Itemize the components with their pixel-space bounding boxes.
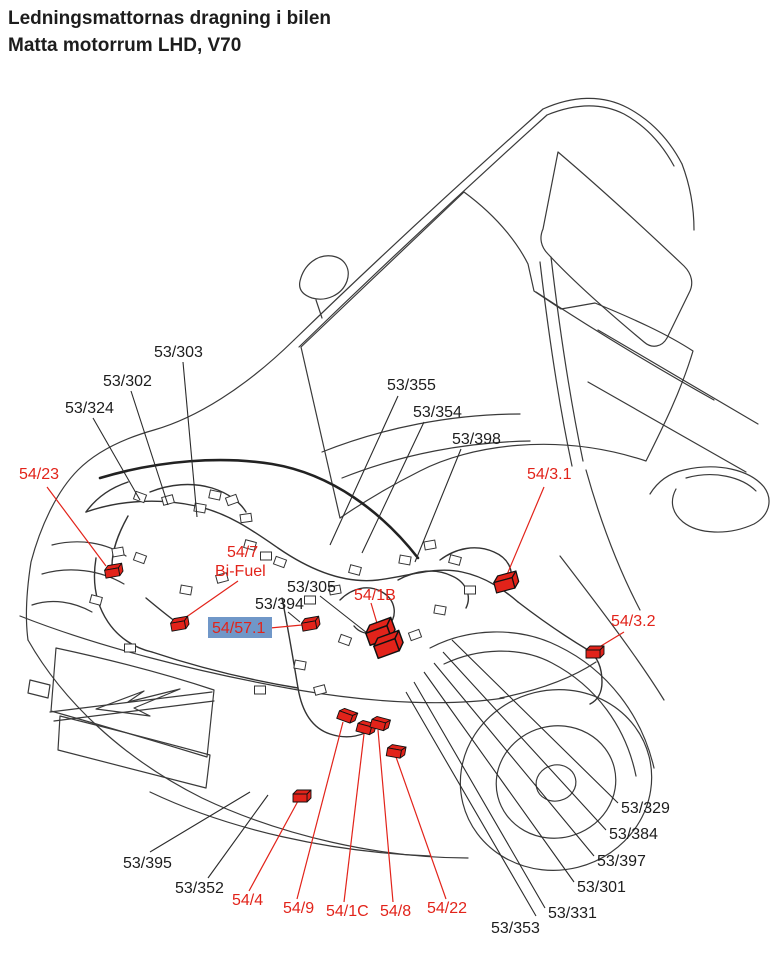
leader-54-57-1 bbox=[269, 624, 303, 629]
label-54-57-1-highlight bbox=[208, 617, 272, 638]
label-54-8[interactable]: 54/8 bbox=[380, 903, 411, 920]
label-53-352[interactable]: 53/352 bbox=[175, 880, 224, 897]
connector-54-9[interactable] bbox=[336, 706, 359, 725]
label-54-4[interactable]: 54/4 bbox=[232, 892, 263, 909]
label-54-1B[interactable]: 54/1B bbox=[354, 587, 396, 604]
title-line-2: Matta motorrum LHD, V70 bbox=[8, 34, 242, 56]
leader-53-324 bbox=[92, 417, 141, 501]
leader-53-398 bbox=[414, 448, 462, 563]
label-53-329[interactable]: 53/329 bbox=[621, 800, 670, 817]
leader-54-23 bbox=[46, 486, 107, 567]
label-53-397[interactable]: 53/397 bbox=[597, 853, 646, 870]
label-54-9[interactable]: 54/9 bbox=[283, 900, 314, 917]
connector-54-3-1[interactable] bbox=[491, 570, 521, 594]
label-53-355[interactable]: 53/355 bbox=[387, 377, 436, 394]
title-line-1: Ledningsmattornas dragning i bilen bbox=[8, 8, 332, 29]
label-54-7-sub[interactable]: Bi-Fuel bbox=[215, 563, 266, 580]
car-outline bbox=[19, 97, 770, 871]
connector-54-22[interactable] bbox=[385, 743, 407, 760]
label-53-395[interactable]: 53/395 bbox=[123, 855, 172, 872]
leader-53-394 bbox=[287, 611, 301, 623]
leader-54-9 bbox=[296, 721, 344, 900]
connector-54-57-1[interactable] bbox=[300, 615, 322, 632]
leader-53-397 bbox=[433, 662, 595, 857]
harness-connector-boxes bbox=[89, 489, 476, 696]
leader-53-329 bbox=[451, 639, 619, 804]
leader-53-331 bbox=[413, 681, 546, 909]
leader-53-302 bbox=[130, 390, 169, 506]
page-title: Ledningsmattornas dragning i bilen Matta… bbox=[8, 6, 331, 59]
label-53-384[interactable]: 53/384 bbox=[609, 826, 658, 843]
label-53-324[interactable]: 53/324 bbox=[65, 400, 114, 417]
leader-53-353 bbox=[405, 691, 537, 917]
label-53-301[interactable]: 53/301 bbox=[577, 879, 626, 896]
label-53-302[interactable]: 53/302 bbox=[103, 373, 152, 390]
label-54-23[interactable]: 54/23 bbox=[19, 466, 59, 483]
leader-53-354 bbox=[361, 421, 425, 554]
leader-53-384 bbox=[442, 651, 607, 831]
leader-53-355 bbox=[329, 395, 399, 546]
leader-53-352 bbox=[207, 794, 269, 879]
label-54-3-2[interactable]: 54/3.2 bbox=[611, 613, 656, 630]
label-53-353[interactable]: 53/353 bbox=[491, 920, 540, 937]
leader-54-1C bbox=[343, 733, 365, 903]
label-54-57-1[interactable]: 54/57.1 bbox=[212, 620, 265, 637]
label-54-7[interactable]: 54/7 bbox=[227, 544, 258, 561]
leader-54-3-1 bbox=[505, 486, 545, 578]
leader-54-7 bbox=[181, 580, 239, 621]
label-53-354[interactable]: 53/354 bbox=[413, 404, 462, 421]
labels: 53/303 53/302 53/324 53/355 53/354 53/39… bbox=[19, 344, 670, 937]
connector-54-4[interactable] bbox=[292, 789, 312, 803]
connector-54-7[interactable] bbox=[169, 615, 191, 632]
leader-54-8 bbox=[377, 729, 394, 903]
connector-54-3-2[interactable] bbox=[585, 645, 605, 659]
label-53-305[interactable]: 53/305 bbox=[287, 579, 336, 596]
leader-53-303 bbox=[182, 361, 198, 518]
leader-53-301 bbox=[423, 671, 575, 883]
leader-lines bbox=[46, 361, 625, 917]
label-53-398[interactable]: 53/398 bbox=[452, 431, 501, 448]
label-54-22[interactable]: 54/22 bbox=[427, 900, 467, 917]
label-54-3-1[interactable]: 54/3.1 bbox=[527, 466, 572, 483]
leader-53-395 bbox=[149, 791, 251, 853]
connector-54-23[interactable] bbox=[103, 562, 125, 579]
label-54-1C[interactable]: 54/1C bbox=[326, 903, 369, 920]
leader-54-22 bbox=[395, 756, 447, 900]
leader-54-4 bbox=[248, 800, 299, 892]
label-53-331[interactable]: 53/331 bbox=[548, 905, 597, 922]
label-53-394[interactable]: 53/394 bbox=[255, 596, 304, 613]
label-53-303[interactable]: 53/303 bbox=[154, 344, 203, 361]
leader-53-305 bbox=[319, 595, 368, 634]
hood-edge-harness bbox=[98, 458, 420, 560]
